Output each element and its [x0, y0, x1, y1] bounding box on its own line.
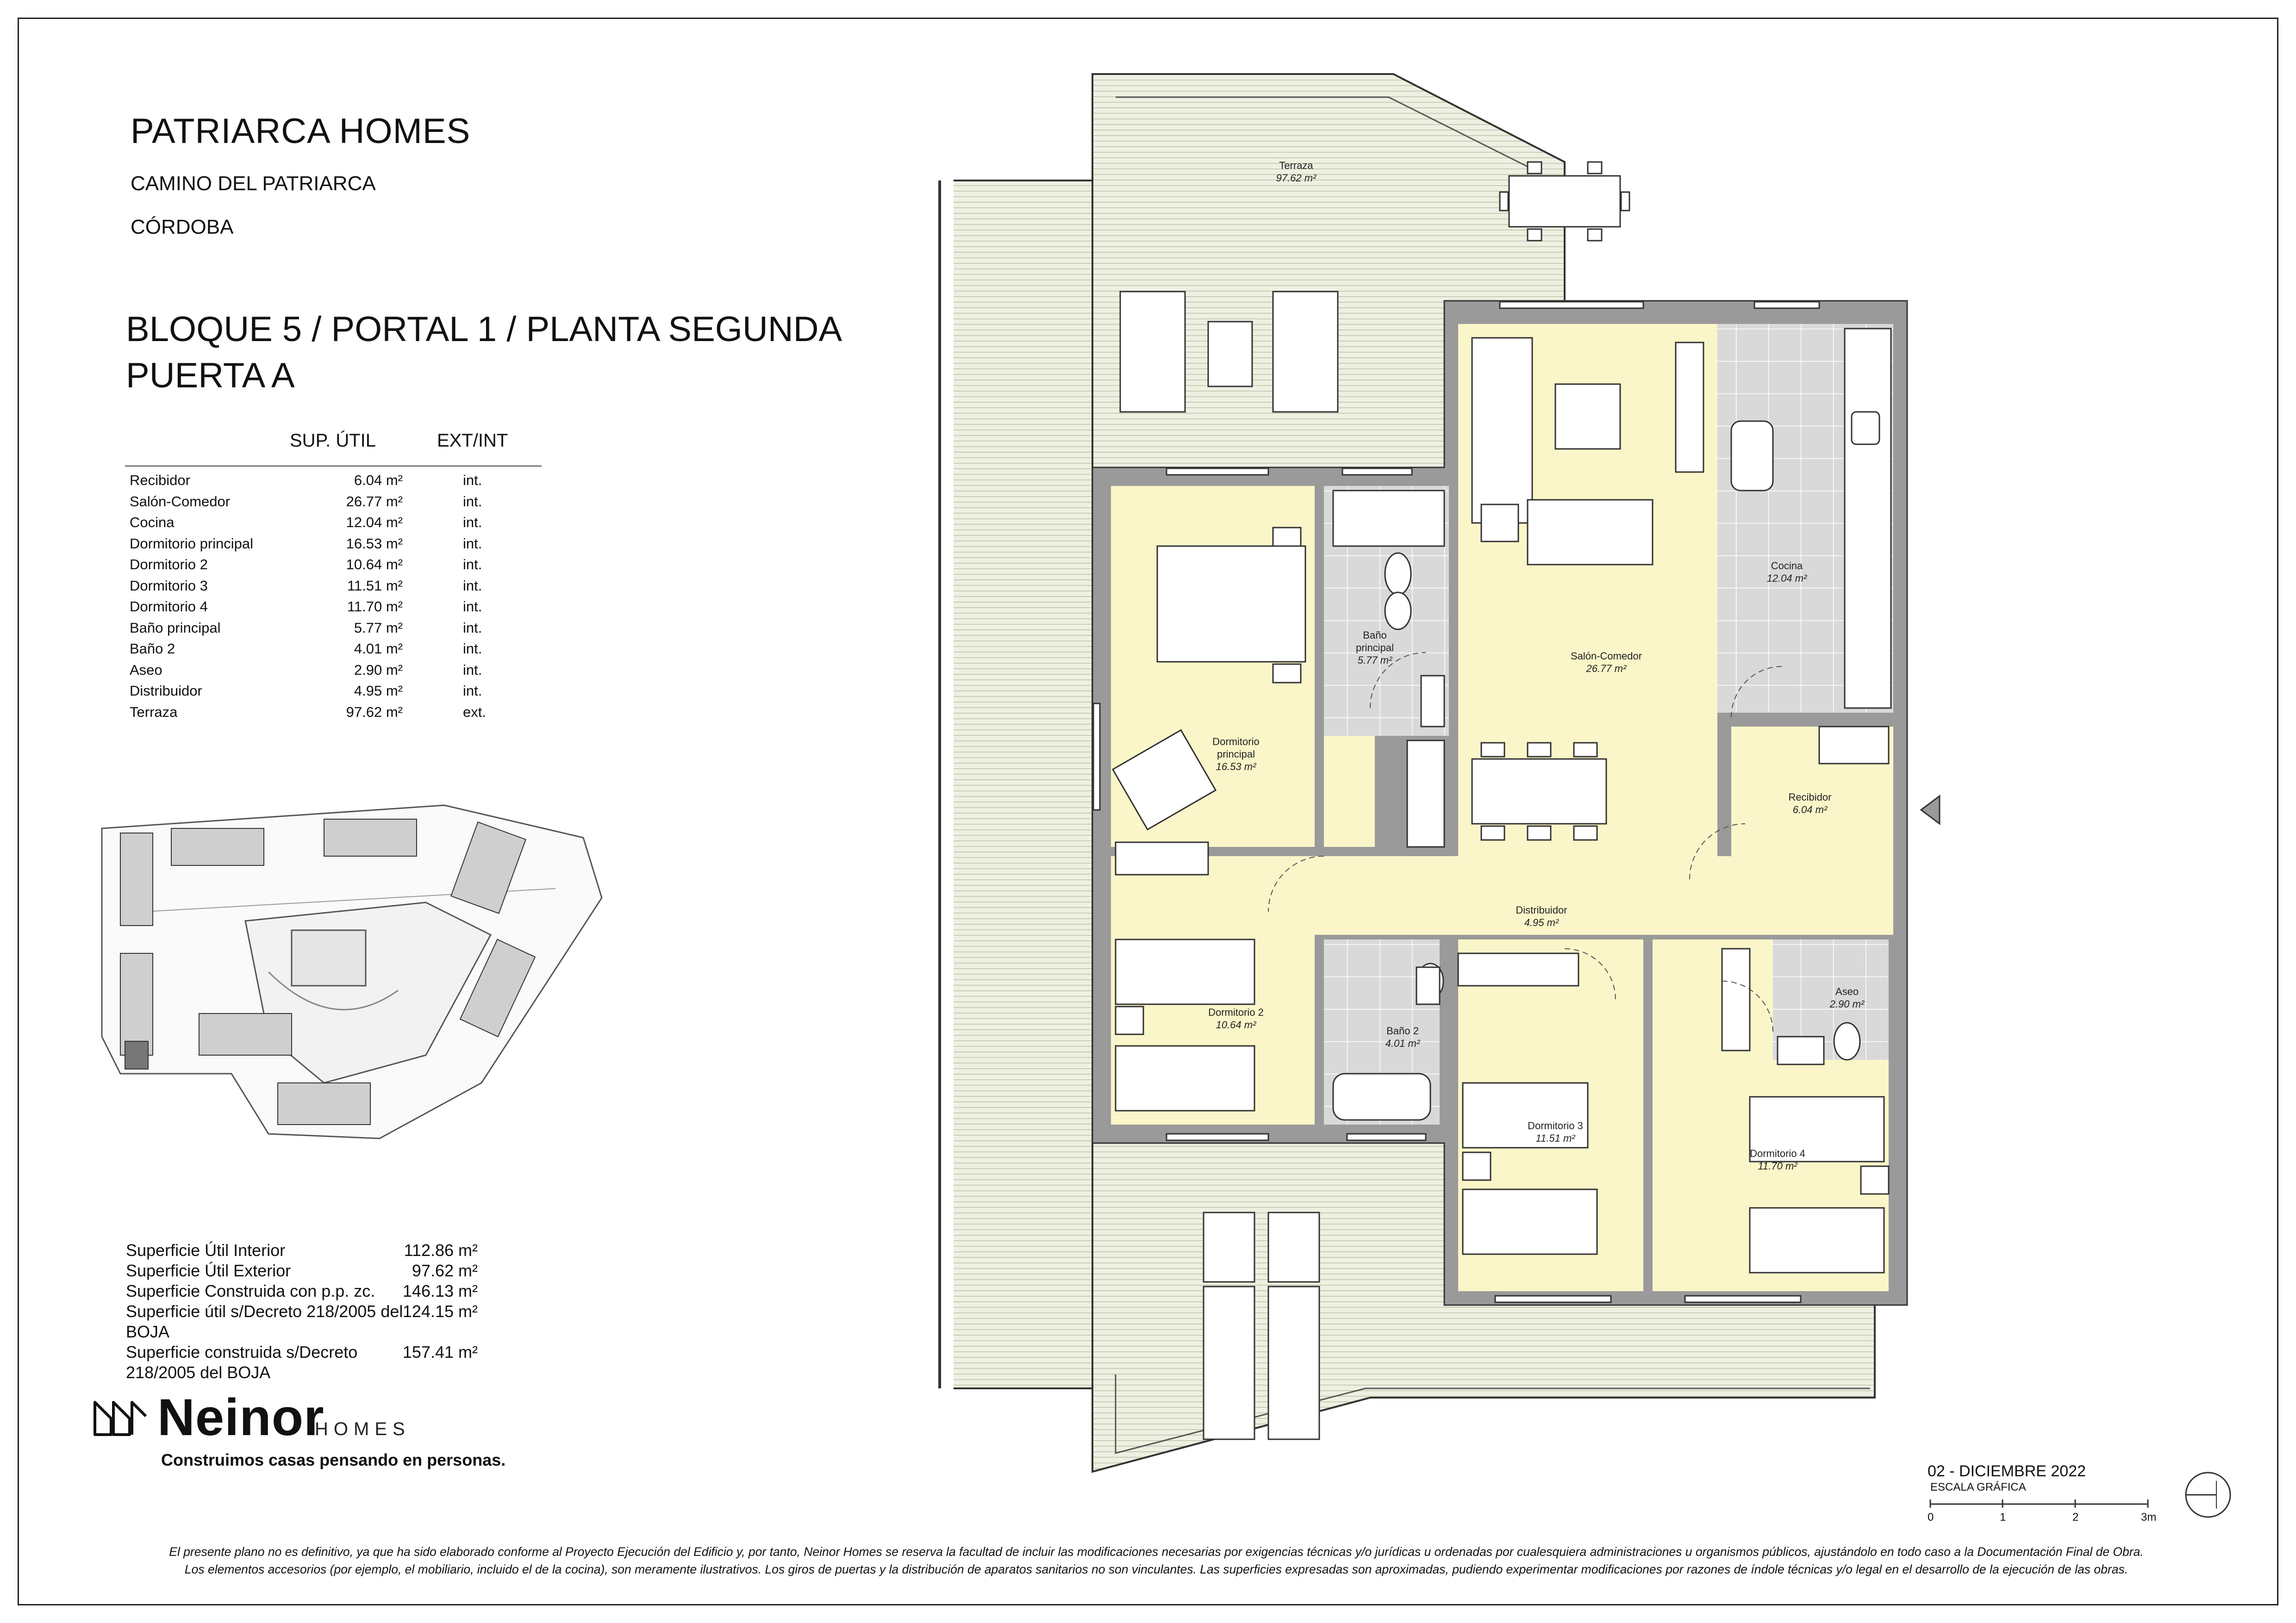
- table-header-area: SUP. ÚTIL: [290, 430, 376, 451]
- brand-homes: HOMES: [315, 1419, 411, 1439]
- label-cocina-name: Cocina: [1771, 560, 1803, 572]
- scale-tick-1: 1: [2000, 1511, 2006, 1524]
- furniture: [1111, 161, 1892, 1440]
- unit-line-1: BLOQUE 5 / PORTAL 1 / PLANTA SEGUNDA: [126, 310, 842, 349]
- label-dorm4-name: Dormitorio 4: [1750, 1148, 1805, 1159]
- label-terraza-area: 97.62 m²: [1276, 172, 1316, 184]
- label-dorm3-name: Dormitorio 3: [1528, 1120, 1583, 1132]
- scale-tick-0: 0: [1928, 1511, 1934, 1524]
- entrance-arrow-icon: [1920, 795, 1940, 825]
- summary-row: Superficie construida s/Decreto 218/2005…: [126, 1343, 478, 1382]
- label-bano-principal-name2: principal: [1356, 642, 1394, 653]
- label-dorm3-area: 11.51 m²: [1535, 1132, 1575, 1144]
- brand-name: Neinor: [157, 1388, 324, 1446]
- legal-disclaimer: El presente plano no es definitivo, ya q…: [69, 1543, 2244, 1578]
- project-street: CAMINO DEL PATRIARCA: [131, 172, 376, 195]
- project-title: PATRIARCA HOMES: [131, 112, 471, 151]
- label-distribuidor-area: 4.95 m²: [1524, 917, 1559, 928]
- label-bano2-name: Baño 2: [1386, 1025, 1419, 1037]
- door-swings: [1268, 652, 1783, 1032]
- label-aseo-name: Aseo: [1835, 986, 1859, 997]
- label-cocina-area: 12.04 m²: [1767, 572, 1807, 584]
- table-header-type: EXT/INT: [437, 430, 508, 451]
- plan-date: 02 - DICIEMBRE 2022: [1928, 1462, 2086, 1480]
- room-labels: Terraza 97.62 m² Salón-Comedor 26.77 m² …: [1208, 160, 1865, 1172]
- label-recibidor-name: Recibidor: [1789, 791, 1832, 803]
- scale-title: ESCALA GRÁFICA: [1930, 1481, 2026, 1493]
- summary-row: Superficie Construida con p.p. zc.146.13…: [126, 1281, 478, 1300]
- label-distribuidor-name: Distribuidor: [1516, 904, 1567, 916]
- label-bano2-area: 4.01 m²: [1385, 1038, 1420, 1049]
- label-bano-principal-area: 5.77 m²: [1358, 654, 1392, 666]
- brand-tagline: Construimos casas pensando en personas.: [161, 1450, 506, 1469]
- scale-tick-2: 2: [2072, 1511, 2079, 1524]
- scale-tick-3: 3m: [2141, 1511, 2157, 1524]
- unit-line-2: PUERTA A: [126, 356, 295, 395]
- disclaimer-line-2: Los elementos accesorios (por ejemplo, e…: [184, 1562, 2128, 1576]
- label-salon-area: 26.77 m²: [1586, 663, 1627, 674]
- label-dorm4-area: 11.70 m²: [1758, 1160, 1797, 1172]
- page-frame: [18, 18, 2278, 1605]
- project-city: CÓRDOBA: [131, 216, 234, 238]
- label-dorm2-area: 10.64 m²: [1216, 1019, 1256, 1031]
- floor-plan: Terraza 97.62 m² Salón-Comedor 26.77 m² …: [938, 73, 1940, 1473]
- label-recibidor-area: 6.04 m²: [1793, 804, 1828, 815]
- scale-bar: [1929, 1499, 2149, 1508]
- label-dorm-principal-area: 16.53 m²: [1216, 761, 1256, 772]
- summary-row: Superficie útil s/Decreto 218/2005 del B…: [126, 1302, 478, 1341]
- site-key-plan: [101, 804, 603, 1139]
- label-dorm-principal-name: Dormitorio: [1212, 736, 1259, 747]
- label-terraza-name: Terraza: [1279, 160, 1313, 171]
- label-aseo-area: 2.90 m²: [1829, 998, 1865, 1010]
- disclaimer-line-1: El presente plano no es definitivo, ya q…: [169, 1545, 2144, 1559]
- label-dorm2-name: Dormitorio 2: [1208, 1007, 1264, 1018]
- north-arrow-icon: [2185, 1472, 2231, 1518]
- label-dorm-principal-name2: principal: [1217, 748, 1255, 760]
- neinor-logo-icon: [94, 1401, 147, 1436]
- label-salon-name: Salón-Comedor: [1571, 650, 1642, 662]
- label-bano-principal-name: Baño: [1363, 629, 1386, 641]
